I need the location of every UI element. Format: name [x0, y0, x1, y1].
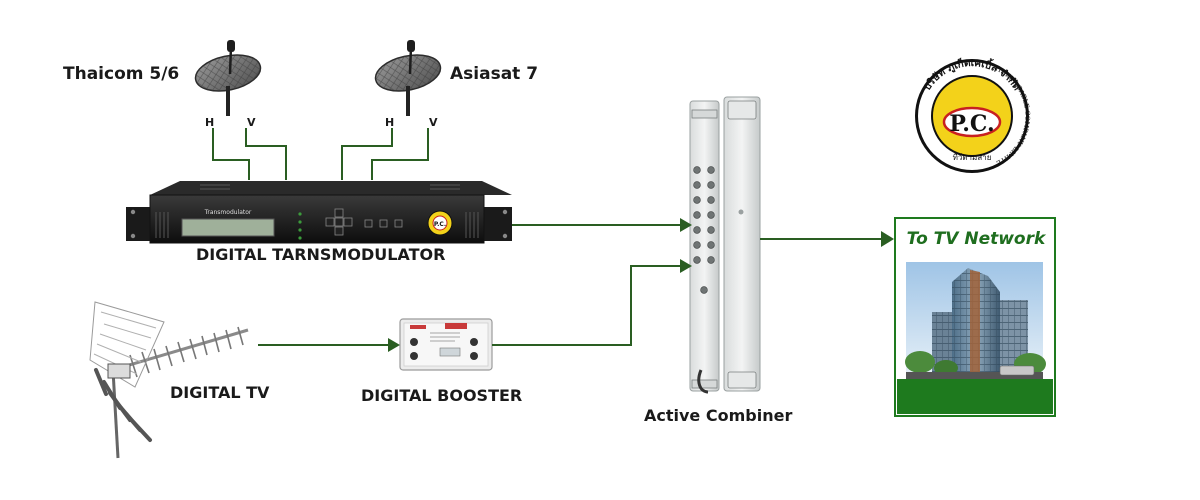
- arrow-head-icon: [680, 218, 692, 232]
- logo-initials: P.C.: [949, 111, 994, 137]
- svg-text:P.C.: P.C.: [434, 221, 446, 228]
- satellite-label-thaicom: Thaicom 5/6: [63, 64, 180, 84]
- polarization-v-label: V: [247, 116, 256, 129]
- polarization-h-label: H: [205, 116, 215, 129]
- satellite-label-asiasat: Asiasat 7: [450, 64, 539, 84]
- tv-network-label: To TV Network: [906, 229, 1046, 249]
- satellite-dish-icon: [194, 40, 262, 116]
- polarization-h-label: H: [385, 116, 395, 129]
- booster-device: [399, 318, 493, 371]
- company-logo: P.C. บริษัท ภูเก็ตเคเบิ้ล จำกัด PHUKET C…: [0, 0, 1031, 173]
- yagi-antenna-icon: [89, 301, 249, 459]
- transmodulator-label: DIGITAL TARNSMODULATOR: [196, 245, 446, 264]
- logo-thai-bottom: ทีวีตามสาย: [953, 153, 992, 162]
- combiner-device: [689, 96, 761, 394]
- digital-tv-label: DIGITAL TV: [170, 383, 270, 402]
- pc-mini-logo: P.C.: [427, 210, 453, 236]
- arrow-head-icon: [388, 338, 400, 352]
- combiner-label: Active Combiner: [644, 406, 793, 425]
- polarization-v-label: V: [429, 116, 438, 129]
- tv-network-panel: [894, 217, 1056, 417]
- signal-lines: [258, 224, 882, 346]
- transmodulator-panel-text: Transmodulator: [204, 209, 252, 216]
- arrow-head-icon: [881, 231, 894, 247]
- building-icon: [905, 262, 1046, 379]
- booster-label: DIGITAL BOOSTER: [361, 386, 523, 405]
- transmodulator-device: Transmodulator P.C.: [126, 181, 512, 244]
- arrow-head-icon: [680, 259, 692, 273]
- satellite-feed-lines: [212, 128, 429, 180]
- satellite-dish-icon: [374, 40, 442, 116]
